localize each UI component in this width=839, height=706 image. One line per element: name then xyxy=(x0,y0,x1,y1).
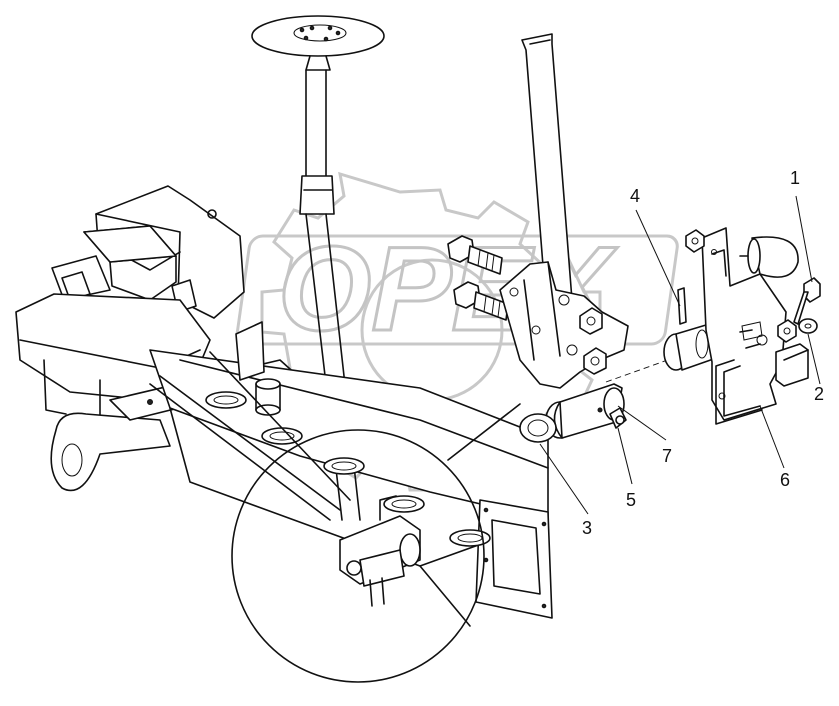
stop-block xyxy=(775,343,809,387)
callout-4: 4 xyxy=(630,186,640,206)
steering-column xyxy=(299,69,361,521)
linkage-rods xyxy=(149,351,351,521)
callout-6: 6 xyxy=(780,470,790,490)
chassis-frame xyxy=(15,293,553,627)
mounting-boss xyxy=(205,391,491,547)
pedal-bracket xyxy=(499,261,629,389)
hex-nut xyxy=(583,347,607,375)
u-clamp xyxy=(715,321,763,425)
detail-leader-line xyxy=(447,403,521,461)
towing-eye xyxy=(50,412,171,492)
callout-1: 1 xyxy=(790,168,800,188)
bushing-tube xyxy=(545,383,625,439)
bolt-lower xyxy=(453,281,509,321)
rubber-stop xyxy=(739,236,799,278)
hex-nut-small xyxy=(777,319,797,343)
hex-nut xyxy=(685,229,705,253)
grease-nipple xyxy=(609,407,627,429)
callout-5: 5 xyxy=(626,490,636,510)
bolt-small xyxy=(793,277,821,325)
callout-3: 3 xyxy=(582,518,592,538)
steering-wheel xyxy=(251,15,385,71)
detail-circle xyxy=(231,429,485,683)
callout-7: 7 xyxy=(662,446,672,466)
pedal-housing xyxy=(701,227,787,421)
pin xyxy=(677,287,687,325)
washer xyxy=(519,413,557,443)
bolt-upper xyxy=(447,235,503,275)
callout-leaders xyxy=(539,195,821,515)
callout-2: 2 xyxy=(814,384,824,404)
hex-nut xyxy=(579,307,603,335)
lock-washer xyxy=(798,318,818,334)
